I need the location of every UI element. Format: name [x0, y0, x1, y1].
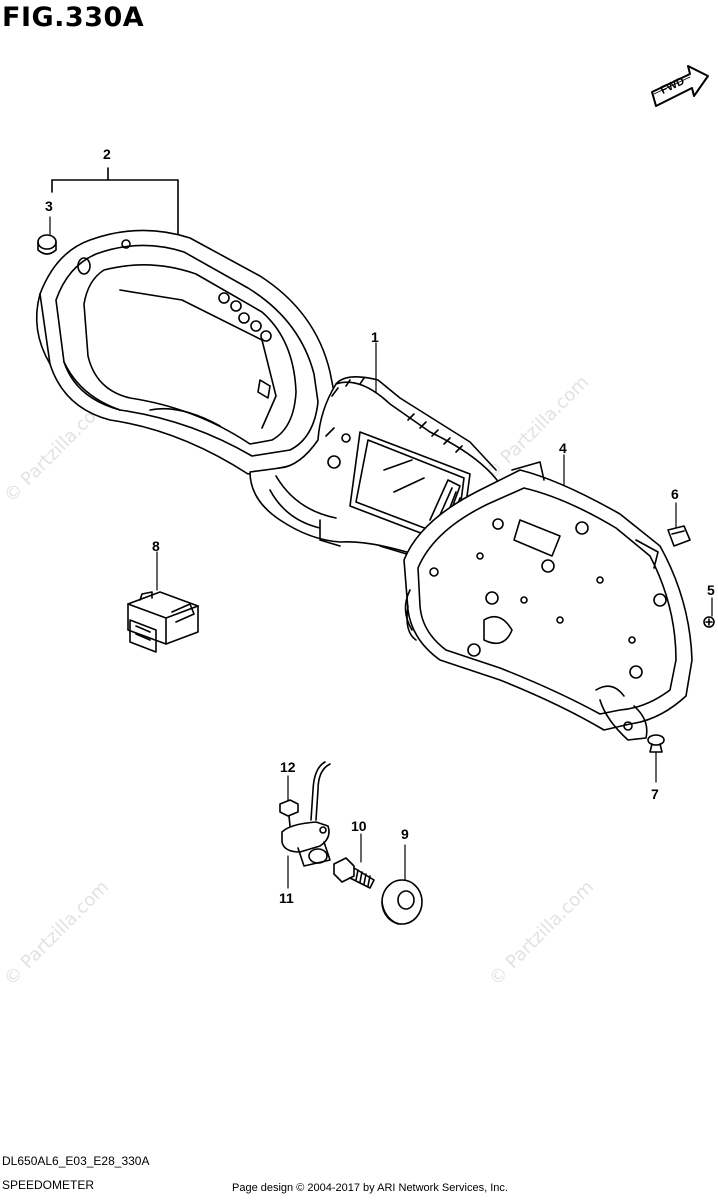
part-5-screw	[703, 616, 715, 628]
callout-1: 1	[371, 329, 379, 345]
part-12-bolt	[279, 799, 299, 827]
callout-4: 4	[559, 440, 567, 456]
part-4-lower-case	[403, 461, 693, 741]
callout-9: 9	[401, 826, 409, 842]
model-code: DL650AL6_E03_E28_330A	[2, 1154, 150, 1168]
callout-2-bracket	[51, 167, 179, 237]
callout-11: 11	[279, 890, 294, 906]
callout-8: 8	[152, 538, 160, 554]
callout-2: 2	[103, 146, 111, 162]
callout-6: 6	[671, 486, 679, 502]
part-3-cap	[37, 234, 57, 255]
callout-3: 3	[45, 198, 53, 214]
part-8-connector	[127, 591, 199, 653]
part-6-clip	[667, 525, 691, 547]
callout-7: 7	[651, 786, 659, 802]
fwd-arrow-icon	[651, 65, 709, 107]
page-credit: Page design © 2004-2017 by ARI Network S…	[232, 1182, 508, 1194]
part-7-screw	[647, 734, 665, 753]
callout-5: 5	[707, 582, 715, 598]
leader-lines	[49, 216, 713, 889]
callout-12: 12	[280, 759, 296, 775]
part-10-bolt	[333, 857, 375, 889]
section-name: SPEEDOMETER	[2, 1178, 95, 1192]
part-2-meter-cover	[35, 229, 337, 475]
part-9-washer	[381, 879, 423, 925]
part-11-sensor	[281, 761, 331, 867]
figure-title: FIG.330A	[2, 2, 145, 33]
callout-10: 10	[351, 818, 367, 834]
